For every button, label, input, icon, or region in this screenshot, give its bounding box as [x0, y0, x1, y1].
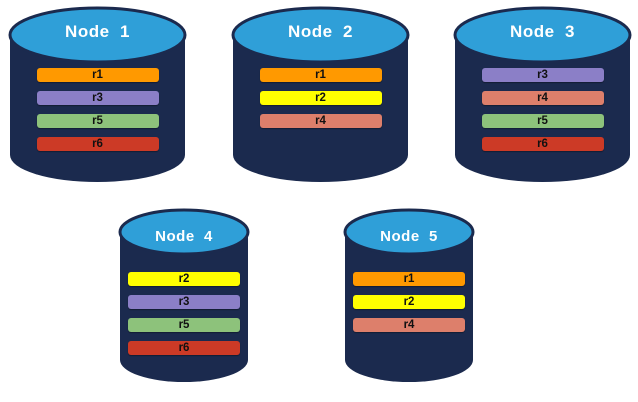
replica-r3[interactable]: r3 [36, 91, 159, 105]
replica-r4[interactable]: r4 [353, 318, 465, 332]
replica-r5[interactable]: r5 [481, 114, 604, 128]
replica-list: r1 r2 r4 [233, 68, 408, 128]
replica-r1[interactable]: r1 [259, 68, 382, 82]
replica-r5[interactable]: r5 [128, 318, 240, 332]
replica-r3[interactable]: r3 [128, 295, 240, 309]
replica-r6[interactable]: r6 [128, 341, 240, 355]
replica-list: r3 r4 r5 r6 [455, 68, 630, 151]
replica-r6[interactable]: r6 [36, 137, 159, 151]
replica-r3[interactable]: r3 [481, 68, 604, 82]
replica-list: r2 r3 r5 r6 [120, 272, 248, 355]
replica-r2[interactable]: r2 [353, 295, 465, 309]
replica-r4[interactable]: r4 [259, 114, 382, 128]
replica-list: r1 r3 r5 r6 [10, 68, 185, 151]
replica-r1[interactable]: r1 [36, 68, 159, 82]
replica-r4[interactable]: r4 [481, 91, 604, 105]
replica-r2[interactable]: r2 [128, 272, 240, 286]
replica-r2[interactable]: r2 [259, 91, 382, 105]
replica-r1[interactable]: r1 [353, 272, 465, 286]
replica-r5[interactable]: r5 [36, 114, 159, 128]
replica-list: r1 r2 r4 [345, 272, 473, 332]
replica-r6[interactable]: r6 [481, 137, 604, 151]
